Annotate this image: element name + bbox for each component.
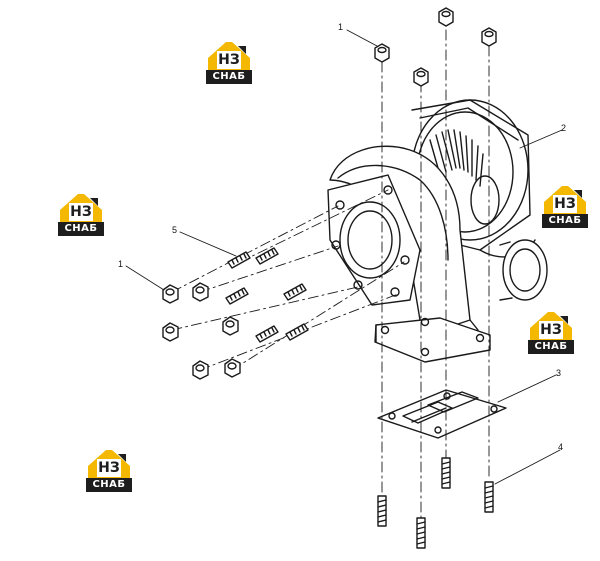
callout-label: 1 <box>338 22 344 32</box>
logo-mark: НЗ <box>97 459 121 477</box>
nut-icon <box>222 316 239 336</box>
watermark-logo: НЗ СНАБ <box>56 190 106 236</box>
logo-mark: НЗ <box>69 203 93 221</box>
logo-text: СНАБ <box>542 214 588 228</box>
stud-icon <box>255 247 279 265</box>
stud-icon <box>283 283 307 301</box>
watermark-logo: НЗ СНАБ <box>84 446 134 492</box>
nut-icon <box>374 43 390 63</box>
stud-icon <box>377 495 387 527</box>
leader-lines <box>125 29 563 485</box>
watermark-logo: НЗ СНАБ <box>204 38 254 84</box>
turbine-outlet-flange <box>374 317 491 363</box>
nut-icon <box>224 358 241 378</box>
logo-mark: НЗ <box>553 195 577 213</box>
callout-label: 4 <box>558 442 564 452</box>
stud-icon <box>484 481 494 513</box>
nut-icon <box>413 67 429 87</box>
logo-text: СНАБ <box>86 478 132 492</box>
callout-label: 1 <box>118 259 124 269</box>
stud-icon <box>285 323 309 341</box>
nut-icon <box>162 284 179 304</box>
nut-icon <box>438 7 454 27</box>
nut-icon <box>192 360 209 380</box>
logo-text: СНАБ <box>528 340 574 354</box>
stud-icon <box>441 457 451 489</box>
gasket <box>377 389 507 439</box>
stud-icon <box>227 251 251 269</box>
nut-icon <box>162 322 179 342</box>
callout-label: 5 <box>172 225 178 235</box>
stud-icon <box>255 325 279 343</box>
watermark-logo: НЗ СНАБ <box>540 182 590 228</box>
nut-icon <box>481 27 497 47</box>
callout-label: 2 <box>561 123 567 133</box>
callout-label: 3 <box>556 368 562 378</box>
nut-icon <box>192 282 209 302</box>
logo-text: СНАБ <box>206 70 252 84</box>
logo-mark: НЗ <box>217 51 241 69</box>
logo-mark: НЗ <box>539 321 563 339</box>
stud-icon <box>416 517 426 549</box>
watermark-logo: НЗ СНАБ <box>526 308 576 354</box>
logo-text: СНАБ <box>58 222 104 236</box>
stud-icon <box>225 287 249 305</box>
